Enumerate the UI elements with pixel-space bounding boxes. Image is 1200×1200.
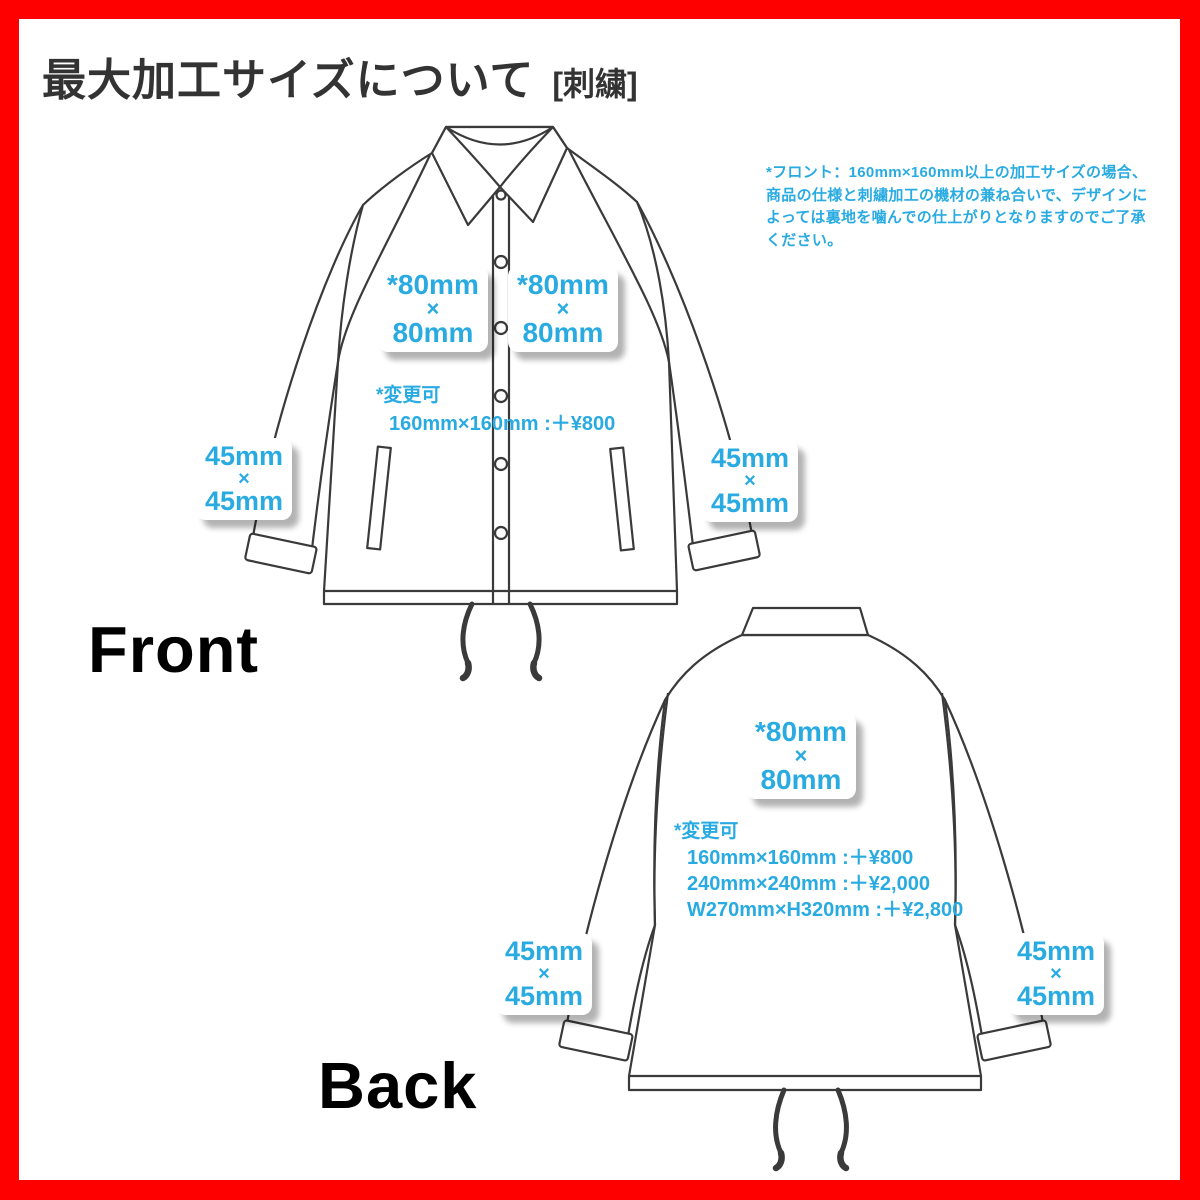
back-left-raglan-seam: [653, 692, 670, 926]
size-value: 45mm: [505, 981, 584, 1011]
back-change-option-note: *変更可 160mm×160mm :＋¥800 240mm×240mm :＋¥2…: [674, 820, 963, 922]
front-collar: [430, 125, 569, 227]
back-drawstrings: [772, 1087, 850, 1172]
back-right-cuff: [976, 1019, 1052, 1062]
red-border-left: [0, 0, 19, 1200]
change-note-title: *変更可: [674, 821, 739, 842]
red-border-top: [0, 0, 1200, 19]
size-value: 45mm: [1017, 936, 1096, 966]
change-price-option: W270mm×H320mm :＋¥2,800: [687, 899, 964, 921]
change-note-title: *変更可: [376, 385, 441, 406]
back-view-label: Back: [318, 1049, 478, 1122]
times-symbol: ×: [794, 743, 808, 768]
front-size-caution-note: *フロント：160mm×160mm以上の加工サイズの場合、 商品の仕様と刺繍加工…: [766, 164, 1148, 249]
back-center-size-label: *80mm × 80mm: [746, 713, 856, 799]
front-right-raglan-seam: [568, 149, 671, 363]
size-value: *80mm: [517, 269, 609, 300]
front-right-sleeve-size-label: 45mm × 45mm: [702, 440, 799, 522]
size-value: 80mm: [522, 317, 604, 348]
front-right-cuff: [687, 529, 761, 572]
size-value: 80mm: [392, 317, 474, 348]
size-value: 45mm: [1017, 981, 1096, 1011]
front-view-label: Front: [88, 613, 260, 686]
front-snap-buttons: [493, 189, 509, 541]
times-symbol: ×: [538, 963, 550, 985]
size-value: 45mm: [711, 488, 790, 518]
size-value: 45mm: [205, 441, 284, 471]
times-symbol: ×: [744, 470, 756, 492]
page-title: 最大加工サイズについて [刺繍]: [42, 44, 638, 108]
page-title-main: 最大加工サイズについて: [42, 56, 535, 105]
front-left-pocket: [366, 445, 392, 551]
times-symbol: ×: [238, 468, 250, 490]
back-right-raglan-seam: [940, 692, 957, 926]
red-border-right: [1180, 0, 1200, 1200]
front-collar-v-edges: [445, 126, 554, 188]
times-symbol: ×: [426, 296, 440, 321]
size-value: 45mm: [711, 443, 790, 473]
times-symbol: ×: [1050, 963, 1062, 985]
page-title-tag: [刺繍]: [552, 66, 638, 102]
size-value: *80mm: [755, 716, 847, 747]
change-price-option: 160mm×160mm :＋¥800: [687, 847, 914, 869]
size-value: 45mm: [505, 936, 584, 966]
front-left-raglan-seam: [336, 154, 431, 363]
front-collar-back-edge: [445, 126, 554, 146]
size-value: *80mm: [387, 269, 479, 300]
front-right-pocket: [609, 446, 635, 552]
times-symbol: ×: [556, 296, 570, 321]
front-chest-right-size-label: *80mm × 80mm: [508, 266, 618, 352]
red-border-bottom: [0, 1180, 1200, 1200]
front-chest-left-size-label: *80mm × 80mm: [378, 266, 488, 352]
front-body: [322, 125, 679, 606]
back-right-sleeve-size-label: 45mm × 45mm: [1008, 933, 1105, 1015]
back-jacket-illustration: [558, 606, 1052, 1172]
size-value: 45mm: [205, 486, 284, 516]
change-price-option: 240mm×240mm :＋¥2,000: [687, 873, 930, 895]
size-value: 80mm: [760, 764, 842, 795]
change-price-option: 160mm×160mm :＋¥800: [389, 413, 616, 435]
front-left-cuff: [244, 532, 318, 575]
front-drawstrings: [459, 601, 543, 682]
front-left-sleeve-size-label: 45mm × 45mm: [196, 438, 293, 520]
back-left-sleeve-size-label: 45mm × 45mm: [496, 933, 593, 1015]
back-left-cuff: [558, 1019, 634, 1062]
back-collar: [740, 606, 870, 637]
front-change-option-note: *変更可 160mm×160mm :＋¥800: [376, 384, 615, 436]
